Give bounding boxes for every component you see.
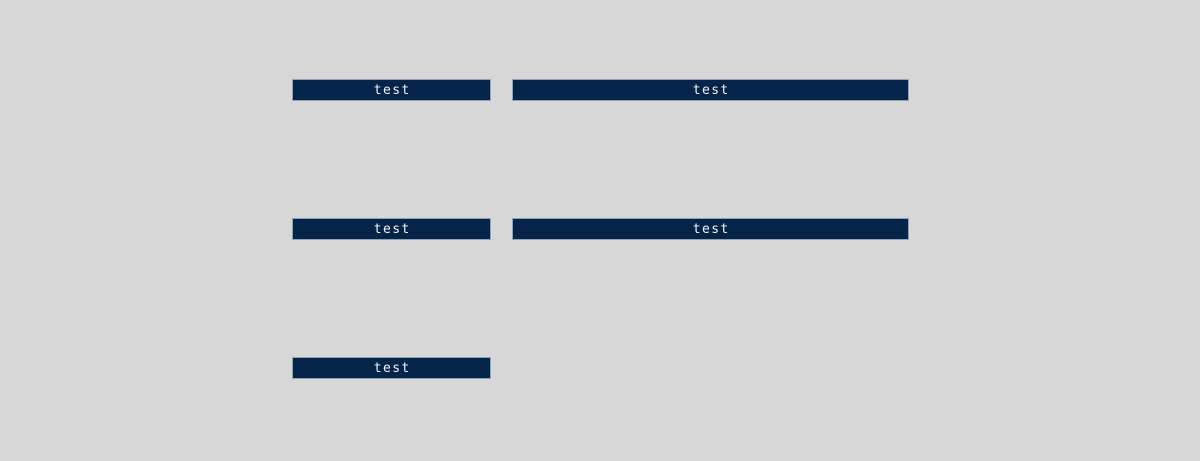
bar-row-2-right[interactable]: test xyxy=(512,218,909,240)
bar-label: test xyxy=(692,82,730,98)
bar-row-1-left[interactable]: test xyxy=(292,79,491,101)
bar-label: test xyxy=(692,221,730,237)
bar-label: test xyxy=(373,221,411,237)
bar-row: test test xyxy=(0,79,1200,103)
bar-label: test xyxy=(373,82,411,98)
bar-row: test test xyxy=(0,218,1200,242)
bar-row-3-left[interactable]: test xyxy=(292,357,491,379)
bar-row-2-left[interactable]: test xyxy=(292,218,491,240)
bar-row: test xyxy=(0,357,1200,381)
bar-row-1-right[interactable]: test xyxy=(512,79,909,101)
bar-label: test xyxy=(373,360,411,376)
